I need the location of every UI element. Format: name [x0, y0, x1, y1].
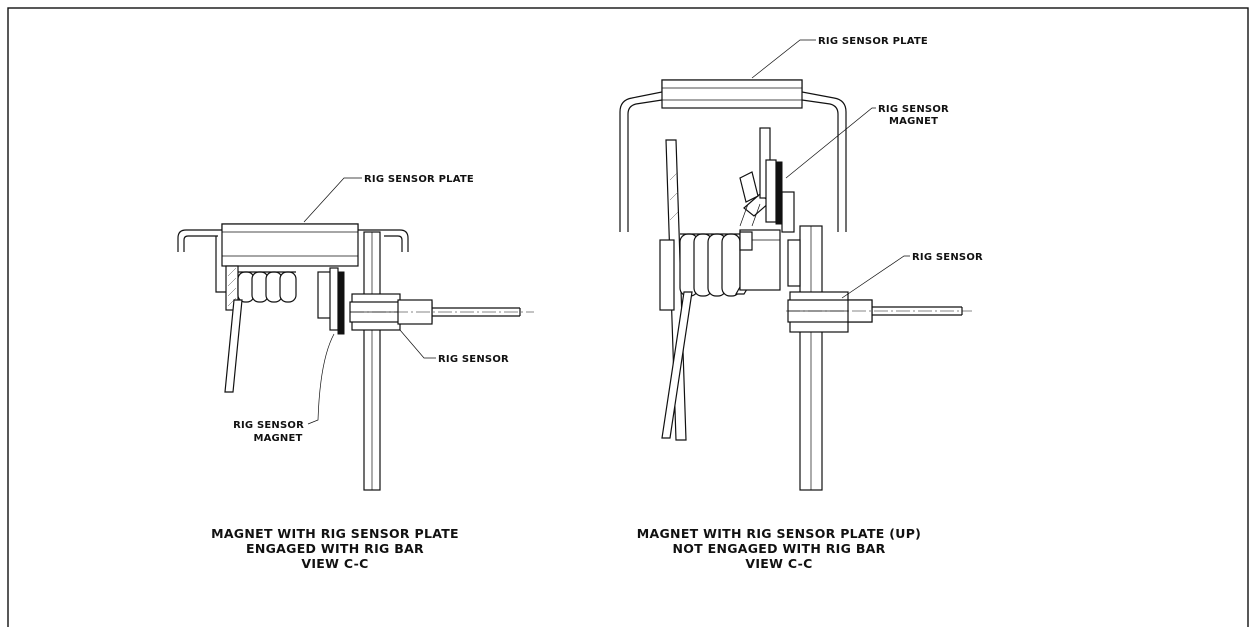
left-assembly: [177, 223, 534, 491]
left-magnet-label-2: MAGNET: [253, 433, 302, 444]
left-magnet-leader: [307, 333, 335, 425]
right-magnet-holder: [765, 159, 777, 223]
right-plate-body: [661, 79, 803, 109]
left-plate-body: [221, 223, 359, 267]
right-rig-sensor: [787, 291, 963, 333]
right-magnet-label-1: RIG SENSOR: [878, 104, 949, 115]
right-magnet-label-2: MAGNET: [889, 116, 938, 127]
right-plate-label: RIG SENSOR PLATE: [818, 36, 928, 47]
left-magnet: [337, 271, 345, 335]
left-magnet-label-1: RIG SENSOR: [233, 420, 304, 431]
left-caption-line-3: VIEW C-C: [301, 556, 368, 571]
right-magnet: [775, 161, 783, 225]
left-spring: [237, 271, 297, 303]
sheet-border: [7, 7, 1249, 627]
right-magnet-leader: [785, 107, 876, 179]
left-spring-leg: [224, 299, 243, 393]
right-spring: [679, 233, 741, 297]
right-sensor-label: RIG SENSOR: [912, 252, 983, 263]
right-plate-leader: [751, 39, 816, 79]
left-caption-line-2: ENGAGED WITH RIG BAR: [246, 541, 424, 556]
right-caption-line-3: VIEW C-C: [745, 556, 812, 571]
right-caption-line-2: NOT ENGAGED WITH RIG BAR: [672, 541, 885, 556]
left-plate-leader: [303, 177, 362, 223]
right-caption-line-1: MAGNET WITH RIG SENSOR PLATE (UP): [637, 526, 921, 541]
right-assembly: [619, 79, 972, 491]
left-sensor-label: RIG SENSOR: [438, 354, 509, 365]
left-plate-label: RIG SENSOR PLATE: [364, 174, 474, 185]
left-sensor-leader: [399, 329, 436, 359]
left-caption-line-1: MAGNET WITH RIG SENSOR PLATE: [211, 526, 459, 541]
right-sensor-leader: [841, 255, 910, 299]
